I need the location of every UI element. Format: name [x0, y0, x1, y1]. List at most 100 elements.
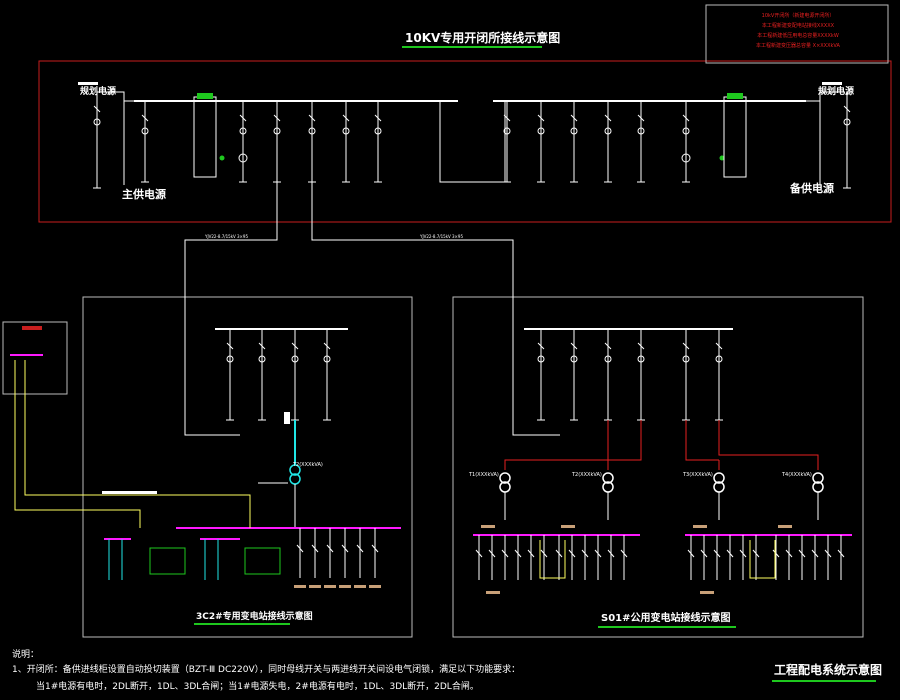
right-hv-bay-1-ct [537, 355, 545, 363]
right-hv-bay-2-breaker [570, 342, 578, 350]
right-substation-title: S01#公用变电站接线示意图 [601, 613, 731, 624]
legend-line: 本工程新建低压用电总容量XXXXkW [757, 33, 839, 39]
backup-cable-yellow-1 [14, 360, 141, 528]
left-transformer-hv-winding [289, 464, 301, 476]
ats-unit-1 [149, 547, 186, 575]
left-hv-meter [284, 412, 290, 424]
red-cable-3 [685, 420, 719, 461]
main-title-underline [402, 46, 542, 48]
pt-winding-left [238, 153, 248, 163]
right-lv-switch [687, 549, 695, 558]
backup-cable-yellow-2 [24, 360, 251, 528]
left-substation-frame [82, 296, 413, 638]
right-lv-switch [739, 549, 747, 558]
feeder-bay-7-ct [503, 127, 511, 135]
right-lv-tag-3 [693, 525, 707, 528]
left-title-underline [194, 623, 290, 625]
feeder-bay-10-breaker [604, 114, 612, 122]
red-cable-1 [504, 420, 609, 468]
right-lv-switch [488, 549, 496, 558]
left-lv-tag-1 [294, 585, 306, 588]
feeder-bay-4-breaker [308, 114, 316, 122]
main-title: 10KV专用开闭所接线示意图 [405, 31, 561, 45]
right-lv-switch [620, 549, 628, 558]
feeder-bay-9-breaker [570, 114, 578, 122]
page-title: 工程配电系统示意图 [774, 663, 883, 677]
pt-winding-right [681, 153, 691, 163]
notes-line-1: 1、开闭所：备供进线柜设置自动投切装置（BZT-Ⅲ DC220V），同时母线开关… [12, 665, 521, 675]
indicator-lamp-left [219, 155, 225, 161]
incomer-bay-1-ct [93, 118, 101, 126]
left-lv-tag-3 [324, 585, 336, 588]
feeder-bay-12-ct [682, 127, 690, 135]
cable-tag-right: YJV22-8.7/15kV 3×95 [419, 234, 463, 239]
right-lv-switch [475, 549, 483, 558]
backup-incomer-line [806, 91, 845, 102]
left-lv-tag-2 [309, 585, 321, 588]
busbar-tag [102, 491, 157, 494]
right-lv-switch [824, 549, 832, 558]
left-transformer-label: T2(XXXkVA) [293, 462, 323, 468]
feeder-bay-5-ct [342, 127, 350, 135]
feeder-bay-2-ct [239, 127, 247, 135]
right-substation-feeders [537, 329, 723, 421]
left-substation-feeders [226, 329, 331, 424]
right-lv-tag-2 [561, 525, 575, 528]
left-hv-bay-3-ct [291, 355, 299, 363]
metering-indicator-left [197, 93, 213, 99]
external-panel-frame [2, 321, 68, 395]
left-lv-switch-3 [326, 544, 334, 553]
transformer-label: T2(XXXkVA) [572, 472, 602, 478]
notes-heading: 说明： [12, 650, 40, 660]
left-substation-title: 3C2#专用变电站接线示意图 [196, 612, 313, 622]
right-lv-switch [772, 549, 780, 558]
right-lv-switch [527, 549, 535, 558]
transformer-label: T3(XXXkVA) [683, 472, 713, 478]
feeder-bay-2-breaker [239, 114, 247, 122]
right-lv-switch [837, 549, 845, 558]
transformer-4-hv [812, 472, 824, 484]
feeder-bay-4-ct [308, 127, 316, 135]
right-hv-bay-1-breaker [537, 342, 545, 350]
feeder-bay-6-ct [374, 127, 382, 135]
backup-supply-label: 备供电源 [790, 182, 834, 195]
feeder-bay-12-breaker [682, 114, 690, 122]
right-hv-bay-5-ct [682, 355, 690, 363]
feeder-bay-9-ct [570, 127, 578, 135]
notes-line-2: 当1#电源有电时，2DL断开，1DL、3DL合闸；当1#电源失电，2#电源有电时… [36, 682, 479, 692]
right-lv-switch [700, 549, 708, 558]
right-tie-yellow-1 [539, 540, 566, 579]
left-hv-bay-2-ct [258, 355, 266, 363]
feeder-bay-3-breaker [273, 114, 281, 122]
right-lv-switch [607, 549, 615, 558]
left-hv-bay-4-ct [323, 355, 331, 363]
right-lv-switch [514, 549, 522, 558]
right-bottom-tag-2 [700, 591, 714, 594]
right-lv-switch [555, 549, 563, 558]
left-lv-switch-2 [311, 544, 319, 553]
left-hv-bay-4-breaker [323, 342, 331, 350]
page-title-underline [772, 680, 876, 682]
right-hv-bay-4-ct [637, 355, 645, 363]
feeder-bay-3-ct [273, 127, 281, 135]
feeder-bay-8-breaker [537, 114, 545, 122]
right-hv-bay-6-breaker [715, 342, 723, 350]
legend-box [705, 4, 889, 64]
metering-cabinet-right [723, 96, 747, 178]
left-lv-feeders [108, 528, 381, 588]
incomer-bay-1-breaker [93, 105, 101, 113]
feeder-bay-1-breaker [141, 114, 149, 122]
left-lv-switch-6 [371, 544, 379, 553]
right-lv-switch [501, 549, 509, 558]
feeder-bay-5-breaker [342, 114, 350, 122]
feeder-bay-6-breaker [374, 114, 382, 122]
right-hv-bay-2-ct [570, 355, 578, 363]
red-cable-4 [718, 420, 819, 468]
legend-line: 本工程新建变配电站接线XXXXX [761, 23, 835, 29]
indicator-lamp-right [719, 155, 725, 161]
right-lv-switch [798, 549, 806, 558]
bus-tie [439, 101, 506, 183]
metering-cabinet-left [193, 96, 217, 178]
